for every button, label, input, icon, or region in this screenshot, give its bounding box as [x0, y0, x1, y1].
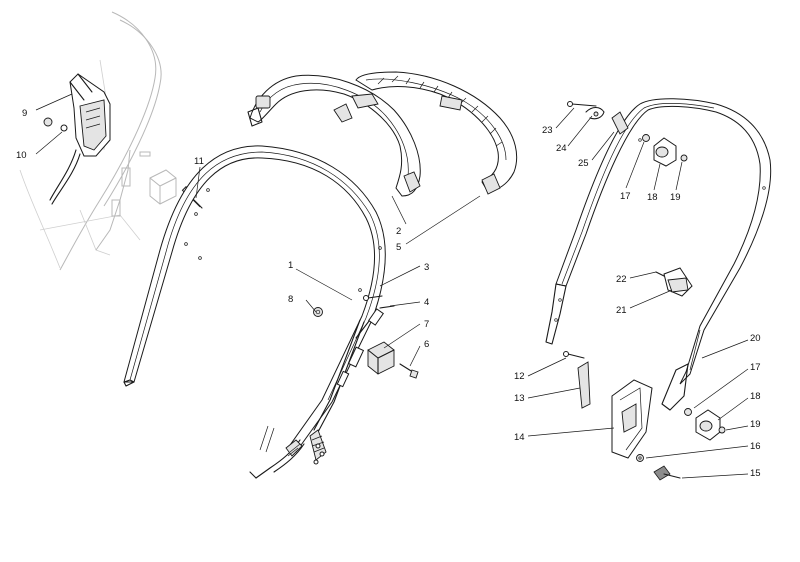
upper-handle-part-2	[247, 74, 421, 197]
handle-bracket-part-14	[611, 379, 653, 459]
callout-17-bottom: 17	[750, 362, 761, 373]
knob-assembly-top	[642, 134, 688, 167]
callout-19-bottom: 19	[750, 419, 761, 430]
callout-11: 11	[194, 156, 204, 167]
callout-19-top: 19	[670, 192, 681, 203]
callout-8: 8	[288, 294, 293, 305]
callout-18-bottom: 18	[750, 391, 761, 402]
cable-guide-part-21	[663, 267, 693, 297]
callout-9: 9	[22, 108, 27, 119]
drive-cable-assembly	[249, 439, 305, 479]
callout-10: 10	[16, 150, 27, 161]
callout-6: 6	[424, 339, 429, 350]
washer-part-16	[636, 454, 644, 462]
throttle-lever-part-9	[49, 73, 111, 205]
callout-17-top: 17	[620, 191, 631, 202]
callout-labels: 9 10 11 1 2 5 3 8 4 7 6 23 24 25 17 18 1…	[16, 108, 761, 479]
callout-13: 13	[514, 393, 525, 404]
callout-1: 1	[288, 260, 293, 271]
callout-22: 22	[616, 274, 627, 285]
callout-14: 14	[514, 432, 525, 443]
cable-parts-3-4-7	[309, 295, 395, 465]
bracket-part-13	[577, 361, 591, 409]
grip-bar-part-5	[355, 71, 518, 195]
leader-lines	[35, 93, 749, 479]
callout-3: 3	[424, 262, 429, 273]
bolt-part-12	[563, 351, 585, 359]
callout-15: 15	[750, 468, 761, 479]
bolt-part-6	[399, 363, 419, 379]
plate-part-25	[611, 111, 629, 135]
upper-handle-part-20	[545, 98, 772, 411]
callout-5: 5	[396, 242, 401, 253]
callout-23: 23	[542, 125, 553, 136]
callout-12: 12	[514, 371, 525, 382]
bolt-part-23	[567, 101, 597, 107]
callout-20: 20	[750, 333, 761, 344]
nut-part-10	[43, 117, 68, 132]
callout-18-top: 18	[647, 192, 658, 203]
screw-part-22	[655, 271, 665, 277]
callout-16: 16	[750, 441, 761, 452]
clip-block-ghost	[149, 169, 177, 205]
callout-21: 21	[616, 305, 627, 316]
clip-block-part-7	[367, 341, 395, 375]
callout-24: 24	[556, 143, 567, 154]
callout-7: 7	[424, 319, 429, 330]
callout-25: 25	[578, 158, 589, 169]
nut-part-8	[313, 307, 323, 317]
callout-2: 2	[396, 226, 401, 237]
ghost-cable-left	[95, 149, 151, 251]
callout-4: 4	[424, 297, 429, 308]
knob-assembly-bottom	[684, 408, 726, 441]
clip-part-24	[585, 106, 605, 120]
lower-handle-part-1	[123, 145, 386, 453]
bolt-part-15	[653, 465, 681, 481]
